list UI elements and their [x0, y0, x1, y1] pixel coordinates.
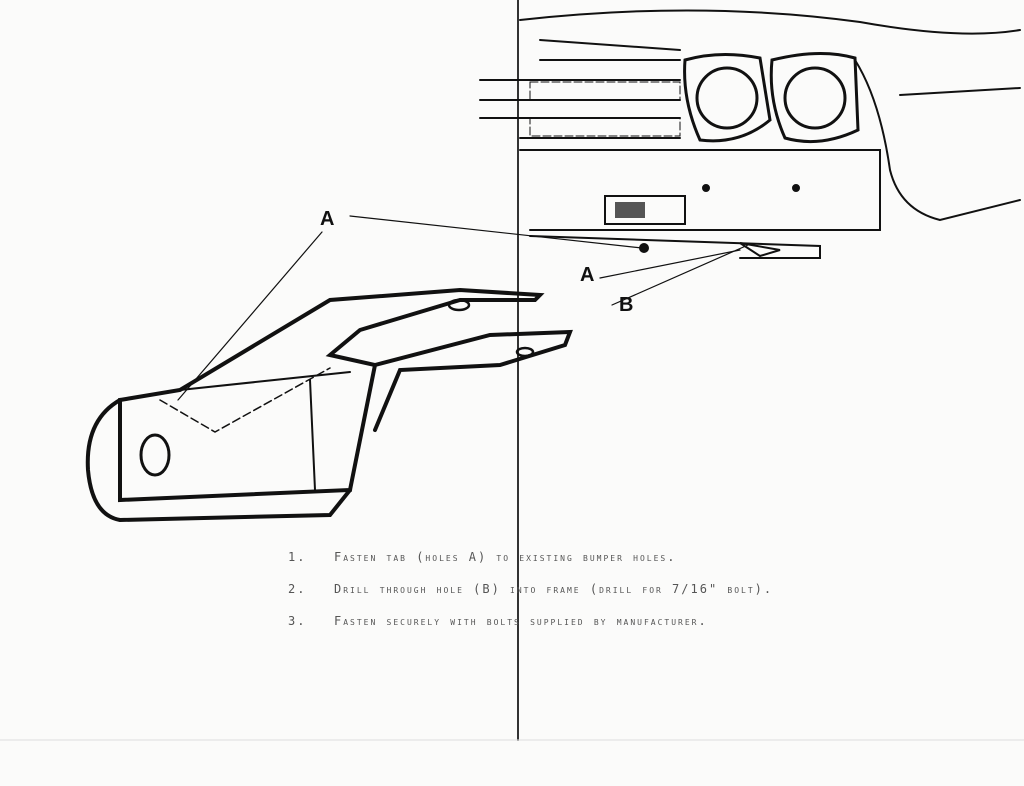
step-number: 3. — [288, 614, 307, 628]
callout-a-lower: A — [580, 264, 595, 286]
step-text: Fasten tab (holes A) to existing bumper … — [334, 550, 677, 564]
instruction-step-1: 1. Fasten tab (holes A) to existing bumpe… — [288, 550, 676, 564]
bumper-bracket-drawing — [85, 287, 573, 523]
step-text: Fasten securely with bolts supplied by m… — [334, 614, 708, 628]
instruction-step-3: 3. Fasten securely with bolts supplied by… — [288, 614, 708, 628]
callout-a-upper: A — [320, 208, 335, 230]
callout-b: B — [619, 294, 634, 316]
step-number: 1. — [288, 550, 307, 564]
car-front-end-drawing — [479, 9, 1021, 259]
step-number: 2. — [288, 582, 307, 596]
step-text: Drill through hole (B) into frame (drill… — [334, 582, 774, 596]
leader-lines — [177, 215, 749, 401]
instruction-step-2: 2. Drill through hole (B) into frame (dri… — [288, 582, 773, 596]
